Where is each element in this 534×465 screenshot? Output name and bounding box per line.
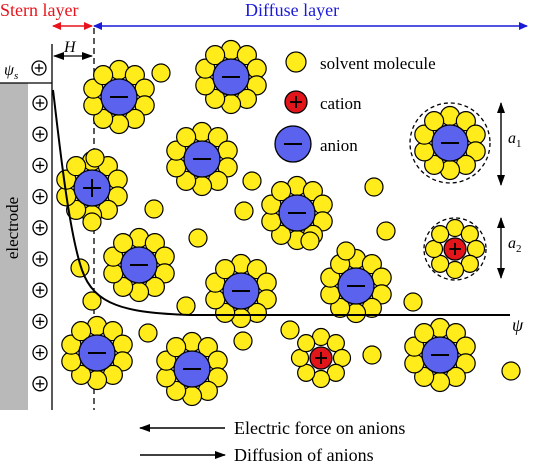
- solvent-molecule: [188, 228, 208, 248]
- electrode-plus-icon: [32, 251, 48, 267]
- anion-hydration-shell: [93, 65, 114, 86]
- electrode-plus-icon: [32, 344, 48, 361]
- electrode-charges: [31, 60, 48, 392]
- anion-hydration-shell: [113, 276, 134, 297]
- anion-hydration-shell: [271, 224, 292, 245]
- a1-size-label: a1: [508, 130, 522, 150]
- anion-size-boundary: [409, 102, 491, 184]
- electrode-plus-icon: [32, 313, 48, 330]
- anion-hydration-shell: [205, 88, 226, 109]
- anion-hydration-shell: [361, 254, 382, 275]
- electrode-plate: [0, 83, 28, 410]
- stern-layer-label: Stern layer: [0, 0, 78, 20]
- solvent-molecule: [144, 199, 164, 219]
- anion-hydration-shell: [246, 259, 267, 280]
- anion-hydration-shell: [424, 111, 445, 132]
- anion-hydration-shell: [113, 233, 134, 254]
- stern-width-label: H: [63, 39, 77, 56]
- cation-hydration-shell: [297, 334, 316, 353]
- legend-solvent-label: solvent molecule: [320, 54, 436, 73]
- solvent-molecule: [82, 291, 102, 311]
- anion-hydration-shell: [102, 321, 123, 342]
- diffusion-label: Diffusion of anions: [234, 445, 374, 465]
- anion-hydration-shell: [124, 65, 145, 86]
- surface-potential-label: ψs: [4, 62, 18, 82]
- anion-hydration-shell: [455, 111, 476, 132]
- solvent-molecule: [233, 331, 253, 351]
- anion-hydration-shell: [236, 45, 257, 66]
- solvent-molecule: [234, 201, 254, 221]
- potential-label: ψ: [512, 315, 524, 335]
- electrode-plus-icon: [31, 60, 47, 76]
- a2-size-label: a2: [508, 235, 522, 255]
- solvent-molecule: [403, 292, 423, 312]
- solvent-molecule: [280, 320, 300, 340]
- solvent-molecule: [336, 241, 356, 261]
- anion-hydration-shell: [197, 337, 218, 358]
- anion-hydration-shell: [66, 156, 87, 177]
- solvent-molecule: [300, 231, 320, 251]
- electrode-plus-icon: [32, 126, 48, 142]
- anion-hydration-shell: [215, 302, 236, 323]
- solvent-molecule: [242, 171, 262, 191]
- solvent-molecule: [362, 345, 382, 365]
- anion-hydration-shell: [166, 380, 187, 401]
- solvent-molecule: [501, 361, 521, 381]
- solvent-molecule: [285, 51, 307, 73]
- solvent-molecule: [376, 221, 396, 241]
- electrode-label: electrode: [3, 197, 22, 259]
- electrode-plus-icon: [32, 95, 48, 111]
- electric-force-label: Electric force on anions: [234, 418, 405, 438]
- anion-hydration-shell: [71, 321, 92, 342]
- diffuse-layer-label: Diffuse layer: [245, 0, 339, 20]
- electrode-plus-icon: [32, 157, 48, 174]
- cation-size-boundary: [423, 217, 487, 281]
- anion-hydration-shell: [207, 127, 228, 148]
- electrode-plus-icon: [32, 220, 48, 236]
- potential-curve: [52, 89, 510, 316]
- anion-hydration-shell: [302, 181, 323, 202]
- anion-hydration-shell: [205, 45, 226, 66]
- anion-hydration-shell: [414, 366, 435, 387]
- solvent-molecule: [70, 258, 90, 278]
- anion-hydration-shell: [71, 364, 92, 385]
- electrode-plus-icon: [32, 188, 48, 205]
- ion-particles: [56, 39, 521, 407]
- anion-hydration-shell: [271, 181, 292, 202]
- anion-hydration-shell: [66, 199, 87, 220]
- electrode-plus-icon: [32, 376, 48, 392]
- anion-hydration-shell: [414, 323, 435, 344]
- legend-anion-label: anion: [320, 136, 358, 155]
- anion-hydration-shell: [176, 127, 197, 148]
- solvent-molecule: [85, 148, 105, 168]
- anion-hydration-shell: [445, 323, 466, 344]
- anion-hydration-shell: [93, 108, 114, 129]
- electrode-plus-icon: [32, 282, 48, 298]
- solvent-molecule: [138, 323, 158, 343]
- anion-hydration-shell: [176, 170, 197, 191]
- anion-hydration-shell: [330, 297, 351, 318]
- anion-hydration-shell: [144, 233, 165, 254]
- solvent-molecule: [364, 177, 384, 197]
- solvent-molecule: [176, 296, 196, 316]
- anion-hydration-shell: [166, 337, 187, 358]
- solvent-molecule: [82, 212, 102, 232]
- anion-hydration-shell: [215, 259, 236, 280]
- solvent-molecule: [151, 63, 171, 83]
- anion-hydration-shell: [424, 154, 445, 175]
- legend-cation-label: cation: [320, 94, 362, 113]
- cation-hydration-shell: [431, 225, 450, 244]
